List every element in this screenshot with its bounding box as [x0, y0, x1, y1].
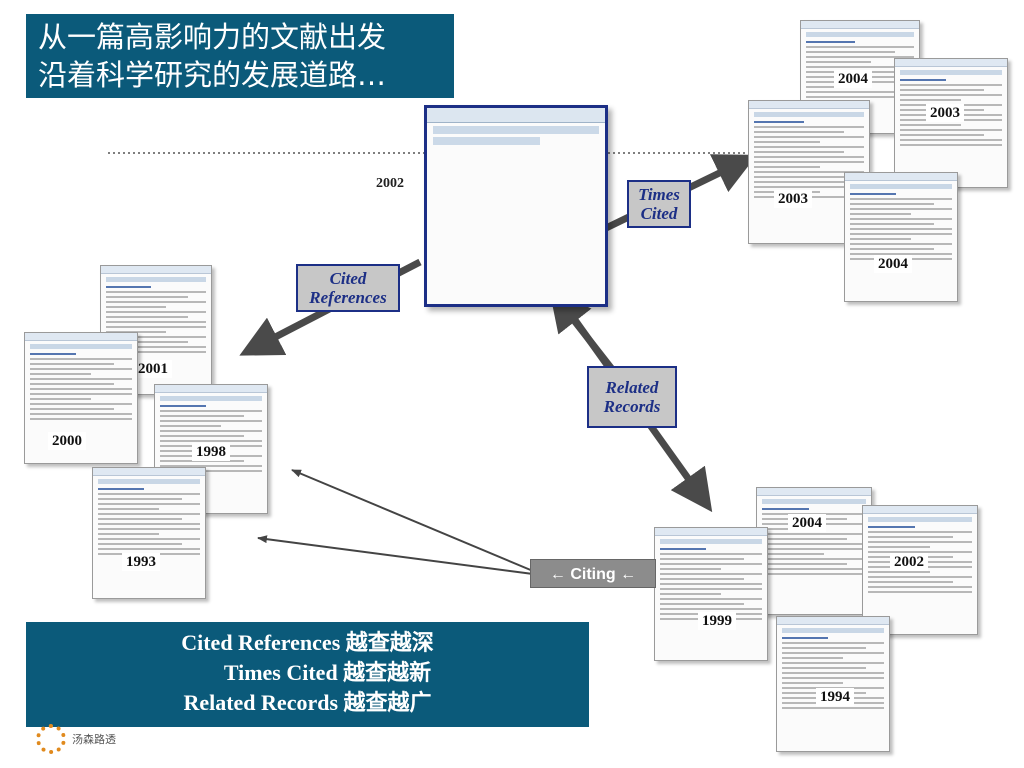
- year-label: 2003: [774, 190, 812, 208]
- center-year-label: 2002: [376, 176, 404, 191]
- year-label: 1994: [816, 688, 854, 706]
- record-1999[interactable]: [654, 527, 768, 661]
- cited-references-label: Cited References: [296, 264, 400, 312]
- thomson-reuters-logo: 汤森路透: [36, 722, 116, 756]
- year-label: 1999: [698, 612, 736, 630]
- logo-text: 汤森路透: [72, 733, 116, 746]
- record-2004-right[interactable]: [844, 172, 958, 302]
- year-label: 2001: [134, 360, 172, 378]
- summary-line-1: Cited References 越查越深: [181, 630, 434, 655]
- times-cited-text: Times Cited: [638, 185, 680, 223]
- year-label: 2002: [890, 553, 928, 571]
- record-2003-right[interactable]: [894, 58, 1008, 188]
- year-label: 2004: [834, 70, 872, 88]
- year-label: 2004: [874, 255, 912, 273]
- citing-arrow-upper: [291, 469, 534, 572]
- record-2004-bottom[interactable]: [756, 487, 872, 615]
- year-label: 2004: [788, 514, 826, 532]
- year-label: 2003: [926, 104, 964, 122]
- record-1994[interactable]: [776, 616, 890, 752]
- title-line-1: 从一篇高影响力的文献出发: [38, 20, 387, 54]
- summary-line-2: Times Cited 越查越新: [223, 660, 432, 685]
- title-line-2: 沿着科学研究的发展道路…: [38, 58, 387, 92]
- year-label: 2000: [48, 432, 86, 450]
- related-records-text: Related Records: [603, 378, 661, 416]
- citing-arrow-lower: [257, 535, 534, 575]
- center-record[interactable]: [424, 105, 608, 307]
- citing-label: ← Citing ←: [530, 559, 656, 588]
- summary-line-3: Related Records 越查越广: [183, 690, 432, 715]
- logo-mark-icon: [36, 724, 66, 754]
- record-1993[interactable]: [92, 467, 206, 599]
- cited-references-text: Cited References: [309, 269, 387, 307]
- year-label: 1998: [192, 443, 230, 461]
- slide-title: 从一篇高影响力的文献出发 沿着科学研究的发展道路…: [26, 14, 454, 98]
- year-label: 1993: [122, 553, 160, 571]
- related-records-label: Related Records: [587, 366, 677, 428]
- summary-box: Cited References 越查越深 Times Cited 越查越新 R…: [26, 622, 589, 727]
- times-cited-label: Times Cited: [627, 180, 691, 228]
